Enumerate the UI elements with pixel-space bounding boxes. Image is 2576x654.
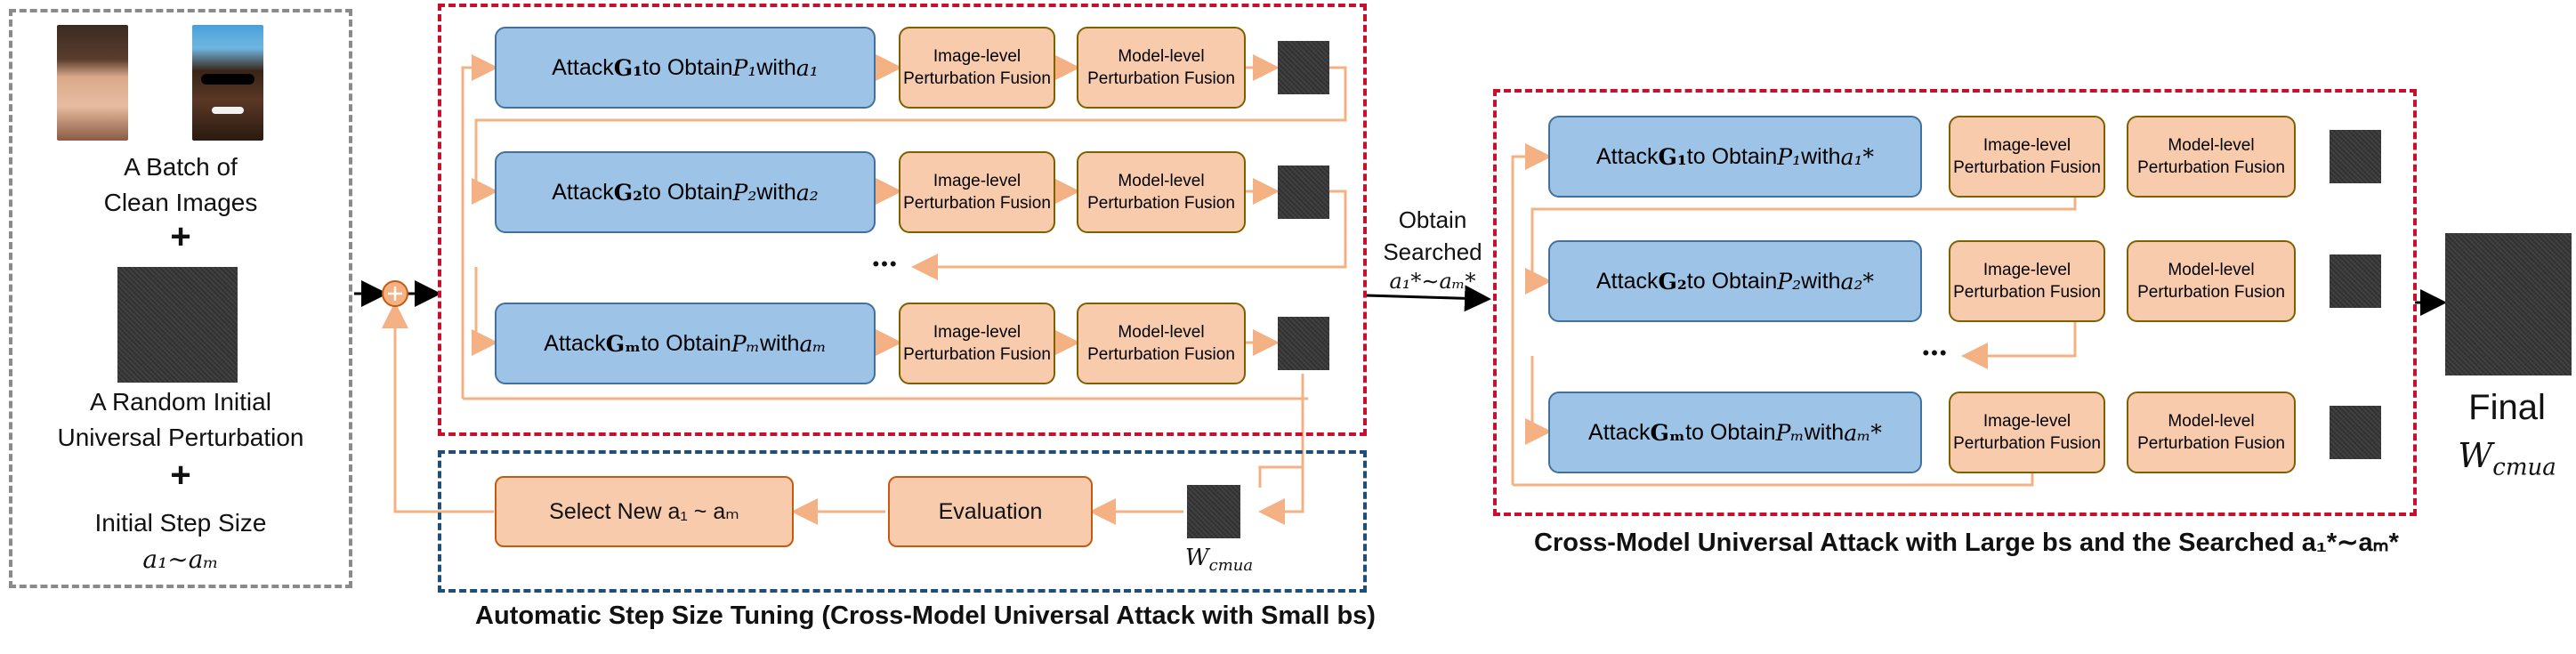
attack-g2-box: Attack G₂ to Obtain P₂ with a₂ [495,151,876,233]
clean-face-image-2 [192,25,263,141]
final-image-fusion-box-1: Image-level Perturbation Fusion [1949,116,2105,198]
perturbation-output-1 [1278,41,1329,94]
final-attack-g2-box: Attack G₂ to Obtain P₂ with a₂* [1548,240,1922,322]
plus-sign-1: + [170,217,191,256]
final-label: Final [2468,388,2546,427]
clean-images-label-2: Clean Images [103,189,258,216]
wcmua-tuning-image [1187,485,1240,538]
step-size-label: Initial Step Size [94,509,267,537]
final-caption: Cross-Model Universal Attack with Large … [1534,529,2399,557]
ellipsis-final: ••• [1922,342,1949,364]
initial-perturbation-image [117,267,238,383]
model-fusion-box-2: Model-level Perturbation Fusion [1077,151,1246,233]
perturbation-output-m [1278,317,1329,370]
final-perturbation-output-1 [2330,130,2381,183]
final-wcmua-image [2445,233,2572,375]
final-wcmua-label: Wcmua [2458,436,2556,481]
attack-g1-box: Attack G₁ to Obtain P₁ with a₁ [495,27,876,109]
image-fusion-box-2: Image-level Perturbation Fusion [899,151,1055,233]
wcmua-tuning-label: Wcmua [1184,545,1254,576]
ellipsis-tuning: ••• [872,253,899,275]
final-attack-g1-box: Attack G₁ to Obtain P₁ with a₁* [1548,116,1922,198]
obtain-label-1: Obtain [1398,206,1467,233]
final-image-fusion-box-m: Image-level Perturbation Fusion [1949,392,2105,473]
perturbation-output-2 [1278,166,1329,219]
input-panel [9,9,352,588]
evaluation-box: Evaluation [888,476,1093,547]
tuning-caption: Automatic Step Size Tuning (Cross-Model … [475,602,1376,630]
image-fusion-box-m: Image-level Perturbation Fusion [899,303,1055,384]
attack-gm-box: Attack Gₘ to Obtain Pₘ with aₘ [495,303,876,384]
final-perturbation-output-2 [2330,254,2381,308]
obtain-label-2: Searched [1383,238,1482,265]
plus-sign-2: + [170,456,191,495]
obtain-label-3: a₁*∼aₘ* [1389,269,1476,294]
final-perturbation-output-m [2330,406,2381,459]
final-model-fusion-box-1: Model-level Perturbation Fusion [2127,116,2296,198]
final-model-fusion-box-2: Model-level Perturbation Fusion [2127,240,2296,322]
perturbation-label-2: Universal Perturbation [57,424,304,451]
final-image-fusion-box-2: Image-level Perturbation Fusion [1949,240,2105,322]
model-fusion-box-m: Model-level Perturbation Fusion [1077,303,1246,384]
tuning-attack-panel [438,4,1367,436]
model-fusion-box-1: Model-level Perturbation Fusion [1077,27,1246,109]
select-step-size-box: Select New a₁ ~ aₘ [495,476,794,547]
step-tuning-panel [438,450,1367,593]
final-model-fusion-box-m: Model-level Perturbation Fusion [2127,392,2296,473]
final-attack-gm-box: Attack Gₘ to Obtain Pₘ with aₘ* [1548,392,1922,473]
step-size-range: a₁∼aₘ [142,545,219,574]
perturbation-label-1: A Random Initial [90,388,271,416]
final-attack-panel [1493,89,2417,516]
clean-face-image-1 [57,25,128,141]
clean-images-label-1: A Batch of [124,153,238,181]
image-fusion-box-1: Image-level Perturbation Fusion [899,27,1055,109]
